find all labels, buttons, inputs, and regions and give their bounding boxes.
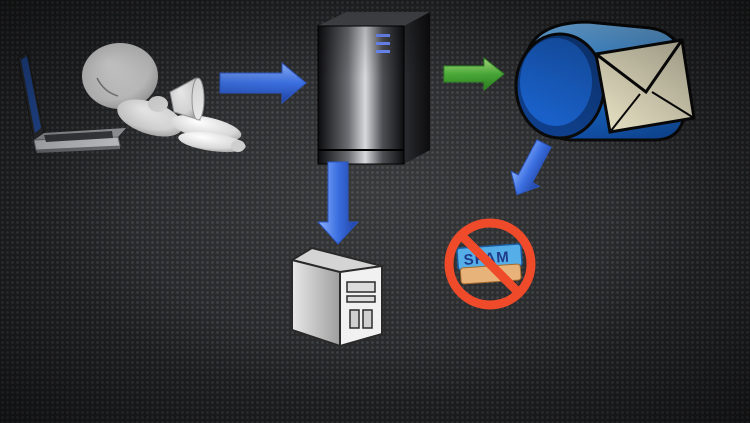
laptop-icon bbox=[17, 51, 126, 153]
arrow-server-to-storage bbox=[316, 161, 360, 245]
mailbox-envelope-icon bbox=[514, 20, 696, 142]
arrow-server-to-mailbox bbox=[443, 56, 505, 92]
no-spam-icon: SPAM bbox=[444, 218, 536, 310]
person-megaphone-icon bbox=[82, 43, 246, 153]
arrow-spammer-to-server bbox=[219, 61, 307, 105]
server-case-icon bbox=[289, 246, 385, 348]
arrow-mailbox-to-spam bbox=[510, 139, 552, 196]
server-tower-icon bbox=[317, 12, 430, 165]
